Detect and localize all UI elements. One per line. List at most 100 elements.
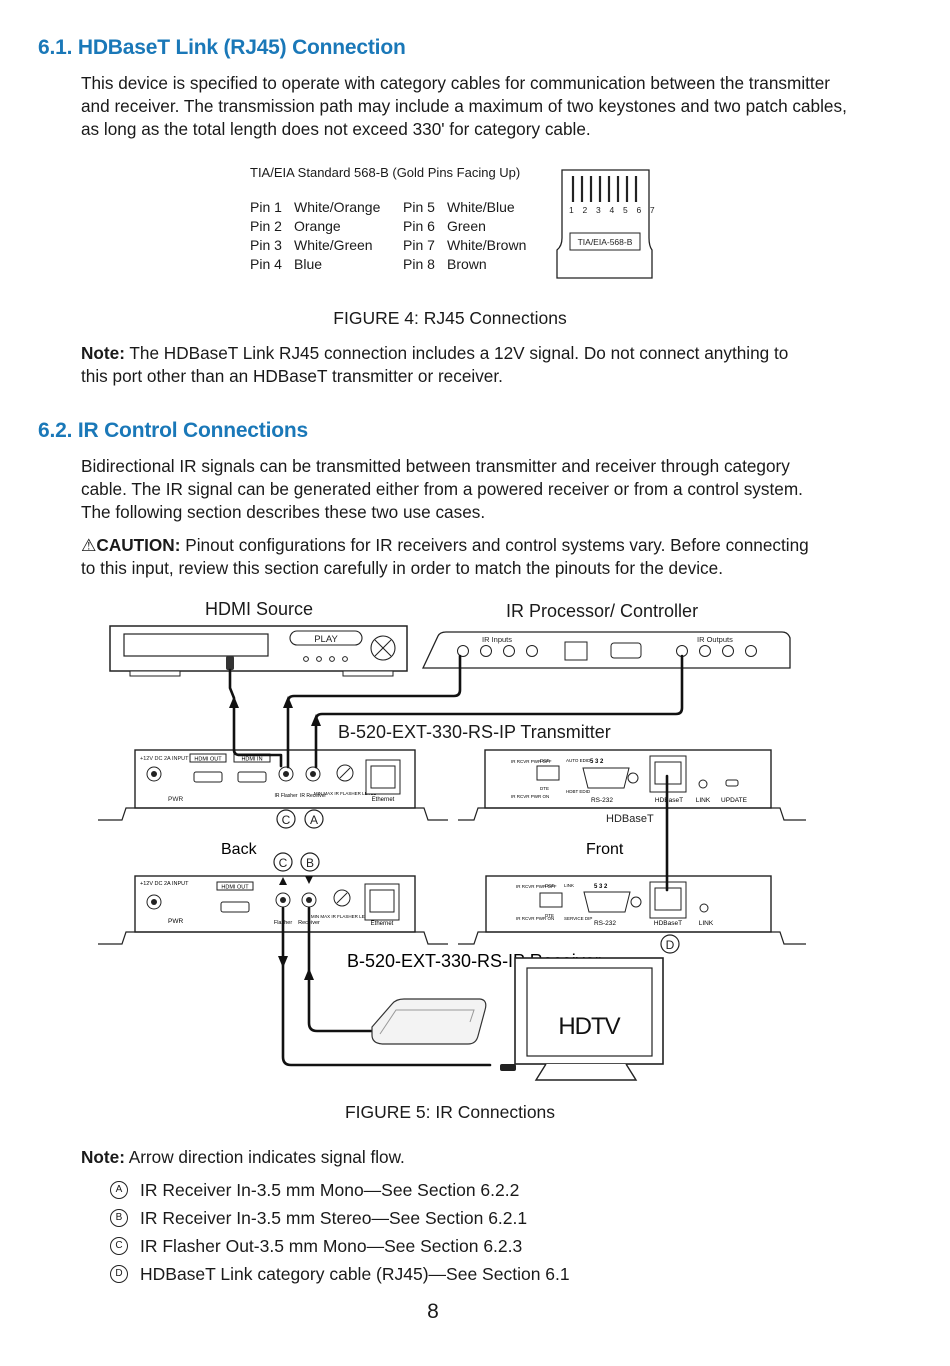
caution-note: ⚠CAUTION: Pinout configurations for IR r… — [81, 534, 901, 580]
ir-receiver-port-label: IR Receiver — [300, 793, 326, 799]
ir-outputs-label: IR Outputs — [697, 635, 733, 644]
rs232-label: RS-232 — [594, 920, 616, 927]
note-text: The HDBaseT Link RJ45 connection include… — [124, 343, 789, 363]
markers: C A C B D — [273, 809, 680, 954]
legend-marker: C — [110, 1237, 128, 1255]
legend-text: HDBaseT Link category cable (RJ45)—See S… — [140, 1263, 570, 1284]
dte-label: DTE — [540, 786, 549, 791]
pin-color: Green — [447, 218, 486, 234]
legend-marker: D — [110, 1265, 128, 1283]
section-heading-ir: 6.2. IR Control Connections — [38, 419, 308, 442]
link-label: LINK — [699, 920, 714, 927]
marker-b: B — [306, 856, 314, 870]
legend-item: C IR Flasher Out-3.5 mm Mono—See Section … — [80, 1232, 570, 1260]
legend-list: A IR Receiver In-3.5 mm Mono—See Section … — [80, 1176, 570, 1288]
signal-flow-note: Note: Arrow direction indicates signal f… — [81, 1146, 881, 1169]
receiver-front-panel: IR RCVR PWR OFF IR RCVR PWR ON DCE DTE L… — [458, 875, 806, 945]
legend-text: IR Receiver In-3.5 mm Stereo—See Section… — [140, 1207, 528, 1228]
caution-label: CAUTION: — [96, 535, 181, 555]
legend-marker: A — [110, 1181, 128, 1199]
dc-input-label: +12V DC 2A INPUT — [140, 756, 189, 762]
pin-number: Pin 5 — [403, 199, 435, 215]
legend-text: IR Receiver In-3.5 mm Mono—See Section 6… — [140, 1179, 520, 1200]
pin-number: Pin 4 — [250, 256, 282, 272]
ir-receiver-device — [371, 998, 487, 1045]
pin-table-right: Pin 5 White/Blue Pin 6 Green Pin 7 White/Br… — [403, 198, 526, 274]
ethernet-label: Ethernet — [371, 921, 394, 927]
ethernet-label: Ethernet — [372, 797, 395, 803]
pwr-label: PWR — [168, 796, 183, 803]
hdbaset-note: Note: The HDBaseT Link RJ45 connection i… — [81, 342, 901, 388]
note-label: Note: — [81, 1147, 125, 1167]
flasher-level-label: MIN MAX IR FLASHER LEVEL — [311, 914, 374, 919]
hdbaset-cable-label: HDBaseT — [606, 813, 654, 825]
flasher-level-label: MIN MAX IR FLASHER LEVEL — [314, 791, 377, 796]
hdmi-out-label: HDMI OUT — [221, 885, 249, 891]
marker-d: D — [666, 938, 675, 952]
rs232-pin-label: 5 3 2 — [594, 884, 608, 890]
pin-color: Brown — [447, 256, 487, 272]
back-label: Back — [221, 841, 258, 858]
pin-number: Pin 8 — [403, 256, 435, 272]
rcvr-pwr-off-label: IR RCVR PWR OFF — [516, 884, 557, 889]
pwr-label: PWR — [168, 918, 183, 925]
paragraph-line: and receiver. The transmission path may … — [81, 96, 847, 116]
pin-table-title: TIA/EIA Standard 568-B (Gold Pins Facing… — [250, 165, 521, 180]
paragraph-line: Bidirectional IR signals can be transmit… — [81, 456, 790, 476]
pin-color: Orange — [294, 218, 341, 234]
hdbaset-paragraph: This device is specified to operate with… — [81, 72, 881, 141]
pin-number: Pin 3 — [250, 237, 282, 253]
note-label: Note: — [81, 343, 125, 363]
ir-flasher-emitter — [500, 1064, 516, 1071]
rcvr-pwr-on-label: IR RCVR PWR ON — [511, 794, 549, 799]
rj45-connector-diagram: 1 2 3 4 5 6 7 8 TIA/EIA-568-B — [556, 169, 658, 279]
ir-connections-diagram: HDMI Source IR Processor/ Controller PLA… — [98, 599, 806, 1081]
link-label: LINK — [696, 797, 711, 804]
legend-marker: B — [110, 1209, 128, 1227]
page-number: 8 — [427, 1300, 439, 1323]
transmitter-label: B-520-EXT-330-RS-IP Transmitter — [338, 722, 611, 742]
arrow-icons — [229, 696, 321, 980]
paragraph-line: as long as the total length does not exc… — [81, 119, 591, 139]
link-label: LINK — [564, 883, 574, 888]
paragraph-line: cable. The IR signal can be generated ei… — [81, 479, 803, 499]
hdmi-in-label: HDMI IN — [241, 757, 262, 763]
hdmi-source-label: HDMI Source — [205, 599, 313, 619]
play-button-label: PLAY — [314, 634, 338, 645]
legend-item: B IR Receiver In-3.5 mm Stereo—See Sectio… — [80, 1204, 570, 1232]
figure-5-caption: FIGURE 5: IR Connections — [344, 1102, 556, 1122]
connector-pin-numbers: 1 2 3 4 5 6 7 8 — [569, 205, 658, 215]
caution-text: to this input, review this section caref… — [81, 558, 723, 578]
rs232-pin-label: 5 3 2 — [590, 759, 604, 765]
pin-color: Blue — [294, 256, 323, 272]
marker-a: A — [310, 813, 318, 827]
legend-text: IR Flasher Out-3.5 mm Mono—See Section 6… — [140, 1235, 523, 1256]
connector-label: TIA/EIA-568-B — [578, 237, 633, 247]
ir-flasher-port-label: IR Flasher — [274, 793, 297, 799]
dce-label: DCE — [540, 758, 550, 763]
auto-edid-label: AUTO EDID — [566, 758, 591, 763]
pin-color: White/Green — [294, 237, 373, 253]
ir-processor-label: IR Processor/ Controller — [506, 601, 698, 621]
pin-number: Pin 2 — [250, 218, 282, 234]
ir-receiver-window — [379, 1009, 475, 1035]
pin-number: Pin 7 — [403, 237, 435, 253]
hdmi-source-device: PLAY — [109, 625, 408, 677]
pin-color: White/Brown — [447, 237, 527, 253]
pin-number: Pin 6 — [403, 218, 435, 234]
section-heading-hdbaset: 6.1. HDBaseT Link (RJ45) Connection — [38, 36, 406, 59]
dce-label: DCE — [545, 883, 555, 888]
legend-item: A IR Receiver In-3.5 mm Mono—See Section … — [80, 1176, 570, 1204]
dc-input-label: +12V DC 2A INPUT — [140, 881, 189, 887]
rcvr-pwr-on-label: IR RCVR PWR ON — [516, 916, 554, 921]
marker-c: C — [282, 813, 291, 827]
pin-color: White/Orange — [294, 199, 381, 215]
ir-paragraph: Bidirectional IR signals can be transmit… — [81, 455, 901, 524]
hdtv-label: HDTV — [558, 1013, 620, 1040]
paragraph-line: The following section describes these tw… — [81, 502, 486, 522]
pin-color: White/Blue — [447, 199, 515, 215]
marker-c: C — [279, 856, 288, 870]
hdbaset-port-label: HDBaseT — [654, 920, 682, 927]
transmitter-front-panel: IR RCVR PWR OFF IR RCVR PWR ON DCE DTE A… — [458, 749, 806, 821]
